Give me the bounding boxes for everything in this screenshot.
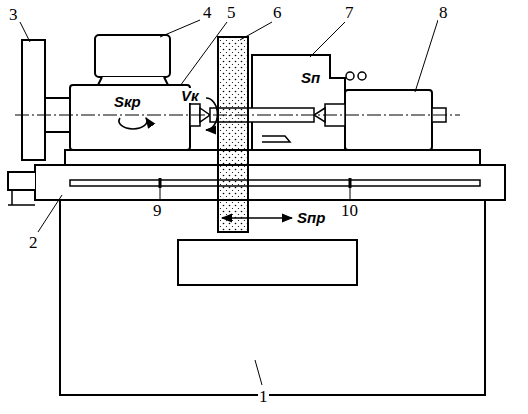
pulley-guard	[22, 40, 45, 160]
motion-symbol: Sкр	[113, 94, 142, 109]
tailstock	[345, 90, 432, 150]
leader-line	[255, 360, 262, 385]
callout-number: 7	[344, 4, 355, 21]
stop	[159, 178, 162, 188]
upper-table	[65, 150, 480, 165]
axis-line	[15, 115, 460, 116]
table	[35, 165, 505, 200]
leader-line	[415, 20, 438, 92]
machine-bed	[60, 200, 485, 395]
rotation-arrow	[119, 118, 147, 129]
leader-line	[38, 195, 62, 232]
grinding-wheel	[218, 37, 248, 232]
motor	[95, 35, 170, 77]
callout-number: 9	[152, 202, 163, 219]
callout-number: 1	[258, 388, 269, 405]
leader-line	[350, 188, 351, 200]
leader-line	[240, 22, 272, 40]
leader-line	[160, 20, 200, 37]
leader-line	[160, 188, 161, 200]
callout-number: 6	[272, 4, 283, 21]
table-slot	[70, 180, 480, 186]
feed-arrow	[222, 217, 292, 219]
callout-number: 5	[226, 4, 237, 21]
leader-line	[310, 22, 345, 57]
motion-symbol: Sпр	[296, 210, 326, 225]
callout-number: 8	[438, 4, 449, 21]
leader-line	[180, 22, 227, 86]
wheelhead	[252, 55, 345, 150]
stop	[349, 178, 352, 188]
motion-symbol: Vк	[180, 88, 200, 103]
callout-number: 3	[8, 6, 19, 23]
callout-number: 10	[340, 202, 359, 219]
motor-foot	[98, 77, 168, 85]
bed-window	[178, 240, 357, 285]
callout-number: 4	[202, 4, 213, 21]
rotation-arrow	[206, 98, 217, 130]
headstock	[70, 85, 190, 150]
callout-number: 2	[28, 234, 39, 251]
motion-symbol: Sп	[300, 70, 321, 85]
leader-line	[20, 22, 30, 42]
handwheel	[8, 172, 35, 190]
